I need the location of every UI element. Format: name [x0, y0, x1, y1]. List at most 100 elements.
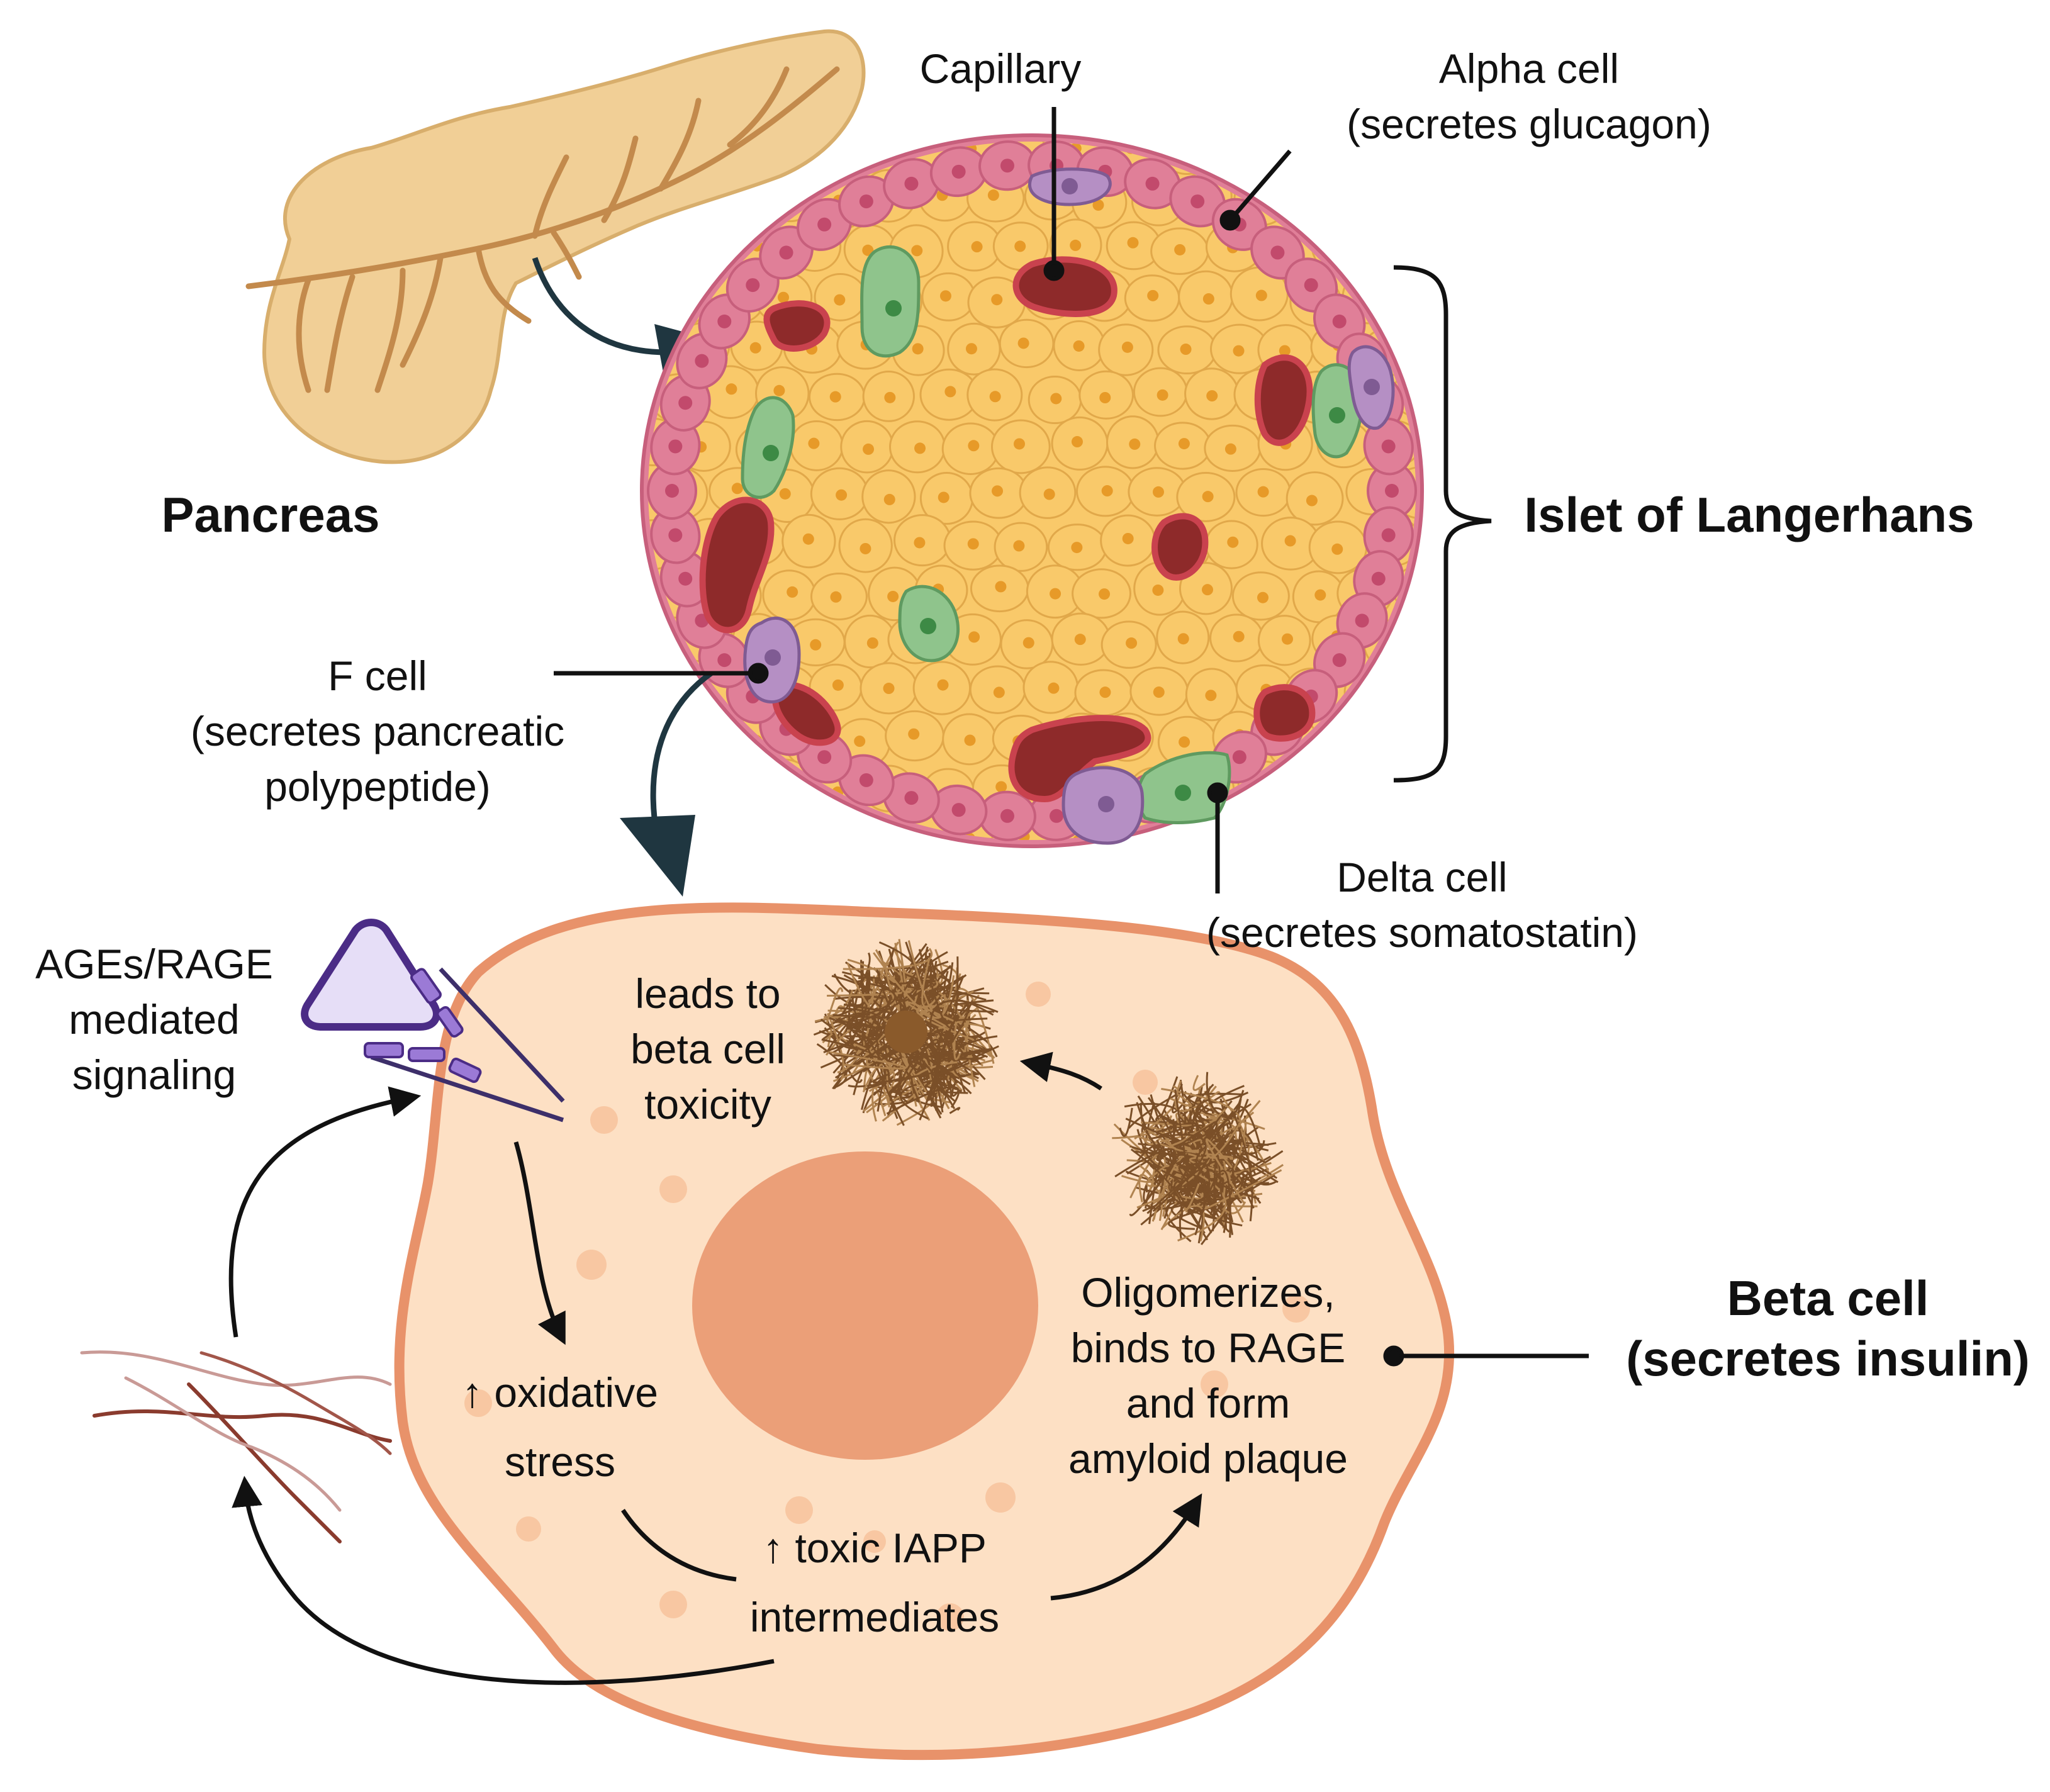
alpha-cell-nucleus — [1332, 314, 1347, 328]
beta-cell-nucleus-dot — [802, 533, 814, 545]
alpha-cell-nucleus — [1232, 750, 1246, 764]
ages-rage-icon — [301, 919, 440, 1031]
alpha-cell-nucleus — [695, 354, 709, 368]
beta-cell-nucleus-dot — [991, 294, 1003, 306]
beta-cell-nucleus-dot — [914, 537, 926, 549]
amyloid-fibril — [1128, 1090, 1184, 1129]
arrow-iapp-to-oligomer — [1050, 1493, 1202, 1601]
alpha-cell-nucleus — [817, 217, 832, 232]
amyloid-fibril — [1220, 1126, 1238, 1163]
beta-cell — [1338, 179, 1397, 230]
amyloid-fibril — [852, 1019, 880, 1068]
label-alpha-cell: Alpha cell (secretes glucagon) — [1290, 41, 1768, 152]
beta-cell-nucleus-dot — [967, 538, 979, 550]
alpha-cell-nucleus — [859, 194, 873, 209]
amyloid-fibril — [1204, 1169, 1282, 1210]
amyloid-fibril — [1168, 1207, 1211, 1230]
beta-cell-nucleus-dot — [989, 391, 1001, 403]
beta-cell-nucleus-dot — [1178, 438, 1190, 450]
beta-cell-nucleus-dot — [1412, 787, 1416, 798]
beta-cell-nucleus-dot — [1127, 237, 1139, 249]
beta-cell-nucleus-dot — [856, 145, 868, 157]
beta-cell — [1396, 664, 1416, 719]
alpha-cell-nucleus — [1381, 439, 1396, 454]
beta-cell-nucleus-dot — [1333, 244, 1345, 255]
beta-cell-nucleus-dot — [1233, 345, 1245, 357]
capillary-center — [1151, 513, 1209, 581]
amyloid-fibril — [837, 1007, 886, 1065]
beta-cell-nucleus-dot — [779, 780, 791, 792]
amyloid-fibril — [1183, 1100, 1231, 1117]
amyloid-fibril — [938, 990, 971, 1036]
beta-cell-nucleus-dot — [1227, 536, 1239, 548]
label-capillary: Capillary — [919, 45, 1082, 92]
label-f-cell: F cell (secretes pancreatic polypeptide) — [138, 648, 617, 814]
alpha-cell-nucleus — [1385, 484, 1399, 498]
amyloid-fibril — [1180, 1121, 1231, 1146]
amyloid-fibril — [949, 1107, 961, 1114]
beta-cell-nucleus-dot — [1070, 239, 1082, 251]
amyloid-fibril — [827, 978, 939, 997]
beta-cell-nucleus-dot — [1122, 532, 1134, 544]
beta-cell-nucleus-dot — [1257, 486, 1269, 498]
alpha-cell-nucleus — [665, 484, 679, 498]
beta-cell-nucleus-dot — [725, 383, 737, 395]
amyloid-fibril — [1184, 1183, 1200, 1211]
amyloid-fibril — [1188, 1092, 1243, 1117]
amyloid-oligomer — [1112, 1072, 1284, 1245]
amyloid-fibril — [886, 1085, 960, 1115]
beta-cell-nucleus-dot — [1202, 293, 1214, 305]
amyloid-fibril — [1146, 1158, 1235, 1214]
beta-cell — [784, 810, 839, 840]
beta-cell-nucleus-dot — [700, 732, 712, 744]
beta-cell-nucleus-dot — [1314, 589, 1326, 601]
beta-cell-nucleus-dot — [908, 728, 920, 740]
amyloid-fibril — [1114, 1148, 1177, 1203]
beta-cell-nucleus-dot — [964, 734, 976, 746]
beta-cell-nucleus-dot — [1074, 634, 1086, 646]
beta-cell-nucleus-dot — [987, 189, 999, 201]
beta-cell-nucleus-dot — [729, 781, 741, 793]
beta-cell-nucleus-dot — [1177, 633, 1189, 645]
alpha-cell-nucleus — [717, 653, 732, 668]
capillary-left — [763, 300, 831, 352]
label-toxicity-line-1: leads to — [635, 970, 781, 1017]
label-oligomerizes-line-2: binds to RAGE — [1070, 1324, 1346, 1371]
beta-cell-nucleus-dot — [1099, 588, 1111, 600]
beta-cell-nucleus-dot — [650, 639, 662, 651]
beta-cell-nucleus-dot — [806, 829, 818, 840]
amyloid-fibril — [950, 1004, 970, 1044]
beta-cell-nucleus-dot — [1331, 543, 1343, 555]
beta-cell-nucleus-dot — [1073, 340, 1085, 352]
beta-cell-nucleus-dot — [938, 491, 949, 503]
amyloid-fibril — [1119, 1107, 1133, 1137]
arrow-to-oxidative-stress — [513, 1141, 566, 1345]
amyloid-fibril — [953, 1024, 961, 1061]
beta-cell-nucleus-dot — [1152, 584, 1164, 596]
beta-cell-nucleus-dot — [1233, 630, 1245, 642]
beta-cell-nucleus-dot — [863, 443, 875, 455]
label-f-cell-line-3: polypeptide) — [264, 763, 491, 810]
beta-cell-nucleus-dot — [1050, 588, 1061, 600]
amyloid-fibril — [953, 1041, 976, 1077]
beta-cell-nucleus-dot — [1306, 495, 1318, 507]
beta-cell-nucleus-dot — [1367, 686, 1379, 698]
label-islet-of-langerhans: Islet of Langerhans — [1524, 487, 1974, 542]
beta-cell-nucleus-dot — [787, 586, 798, 598]
arrow-to-rage — [228, 1086, 422, 1338]
beta-cell — [1283, 178, 1341, 230]
beta-cell — [1340, 762, 1396, 814]
capillary-left-large — [699, 496, 775, 634]
beta-cell-nucleus-dot — [778, 291, 790, 303]
amyloid-fibril — [1206, 1072, 1233, 1120]
beta-cell-nucleus-dot — [1180, 145, 1192, 157]
beta-cell-nucleus-dot — [1153, 686, 1165, 698]
amyloid-fibril — [966, 1034, 976, 1087]
amyloid-fibril — [931, 956, 959, 1029]
label-oxidative-line-1: ↑ oxidative — [462, 1369, 658, 1416]
amyloid-fibril — [1195, 1099, 1210, 1126]
alpha-cell-nucleus — [1332, 653, 1347, 668]
capillaries — [699, 256, 1316, 803]
